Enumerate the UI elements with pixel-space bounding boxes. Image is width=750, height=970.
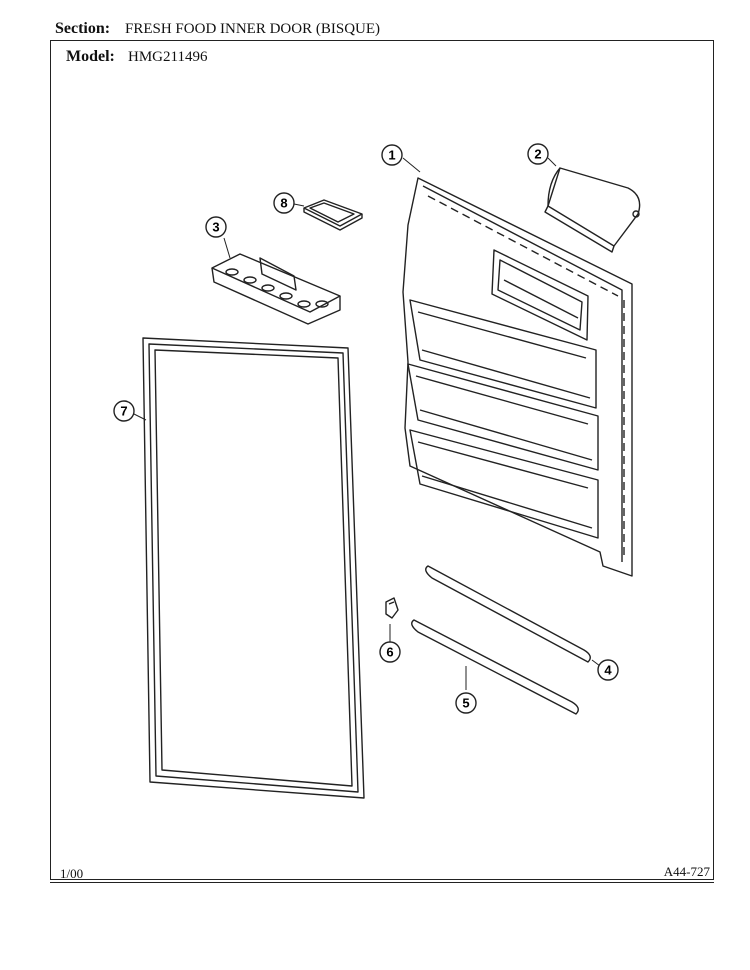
small-tray-part [303, 199, 363, 231]
shelf-clip-part [385, 597, 399, 619]
callout-number: 8 [280, 196, 287, 211]
dairy-door-part [544, 167, 641, 253]
door-gasket-part [142, 337, 365, 799]
callout-layer: 1 2 3 4 5 6 7 8 [113, 143, 619, 714]
callout-5: 5 [455, 692, 477, 714]
callout-number: 2 [534, 147, 541, 162]
callout-6: 6 [379, 641, 401, 663]
callout-circle [379, 641, 401, 663]
footer-rule [50, 882, 714, 883]
callout-circle [273, 192, 295, 214]
egg-tray-part [211, 253, 341, 325]
callout-8: 8 [273, 192, 295, 214]
inner-door-liner-part [402, 177, 633, 577]
diagram-frame [50, 40, 714, 880]
callout-circle [381, 144, 403, 166]
callout-4: 4 [597, 659, 619, 681]
footer-date: 1/00 [60, 866, 84, 881]
shelf-bar-upper-part [425, 565, 591, 663]
callout-3: 3 [205, 216, 227, 238]
callout-number: 6 [386, 645, 393, 660]
callout-2: 2 [527, 143, 549, 165]
footer-code: A44-727 [663, 864, 710, 879]
callout-circle [455, 692, 477, 714]
callout-number: 4 [604, 663, 612, 678]
callout-number: 1 [388, 148, 395, 163]
section-value: FRESH FOOD INNER DOOR (BISQUE) [125, 21, 381, 37]
section-header: Section: FRESH FOOD INNER DOOR (BISQUE) [55, 20, 380, 38]
callout-number: 7 [120, 404, 127, 419]
callout-circle [205, 216, 227, 238]
model-header: Model: HMG211496 [66, 48, 207, 66]
section-label: Section: [55, 20, 111, 37]
model-label: Model: [66, 48, 115, 65]
callout-7: 7 [113, 400, 135, 422]
callout-circle [527, 143, 549, 165]
callout-1: 1 [381, 144, 403, 166]
callout-circle [597, 659, 619, 681]
model-value: HMG211496 [128, 49, 208, 65]
callout-number: 3 [212, 220, 219, 235]
callout-circle [113, 400, 135, 422]
shelf-bar-lower-part [411, 619, 579, 715]
callout-number: 5 [462, 696, 469, 711]
